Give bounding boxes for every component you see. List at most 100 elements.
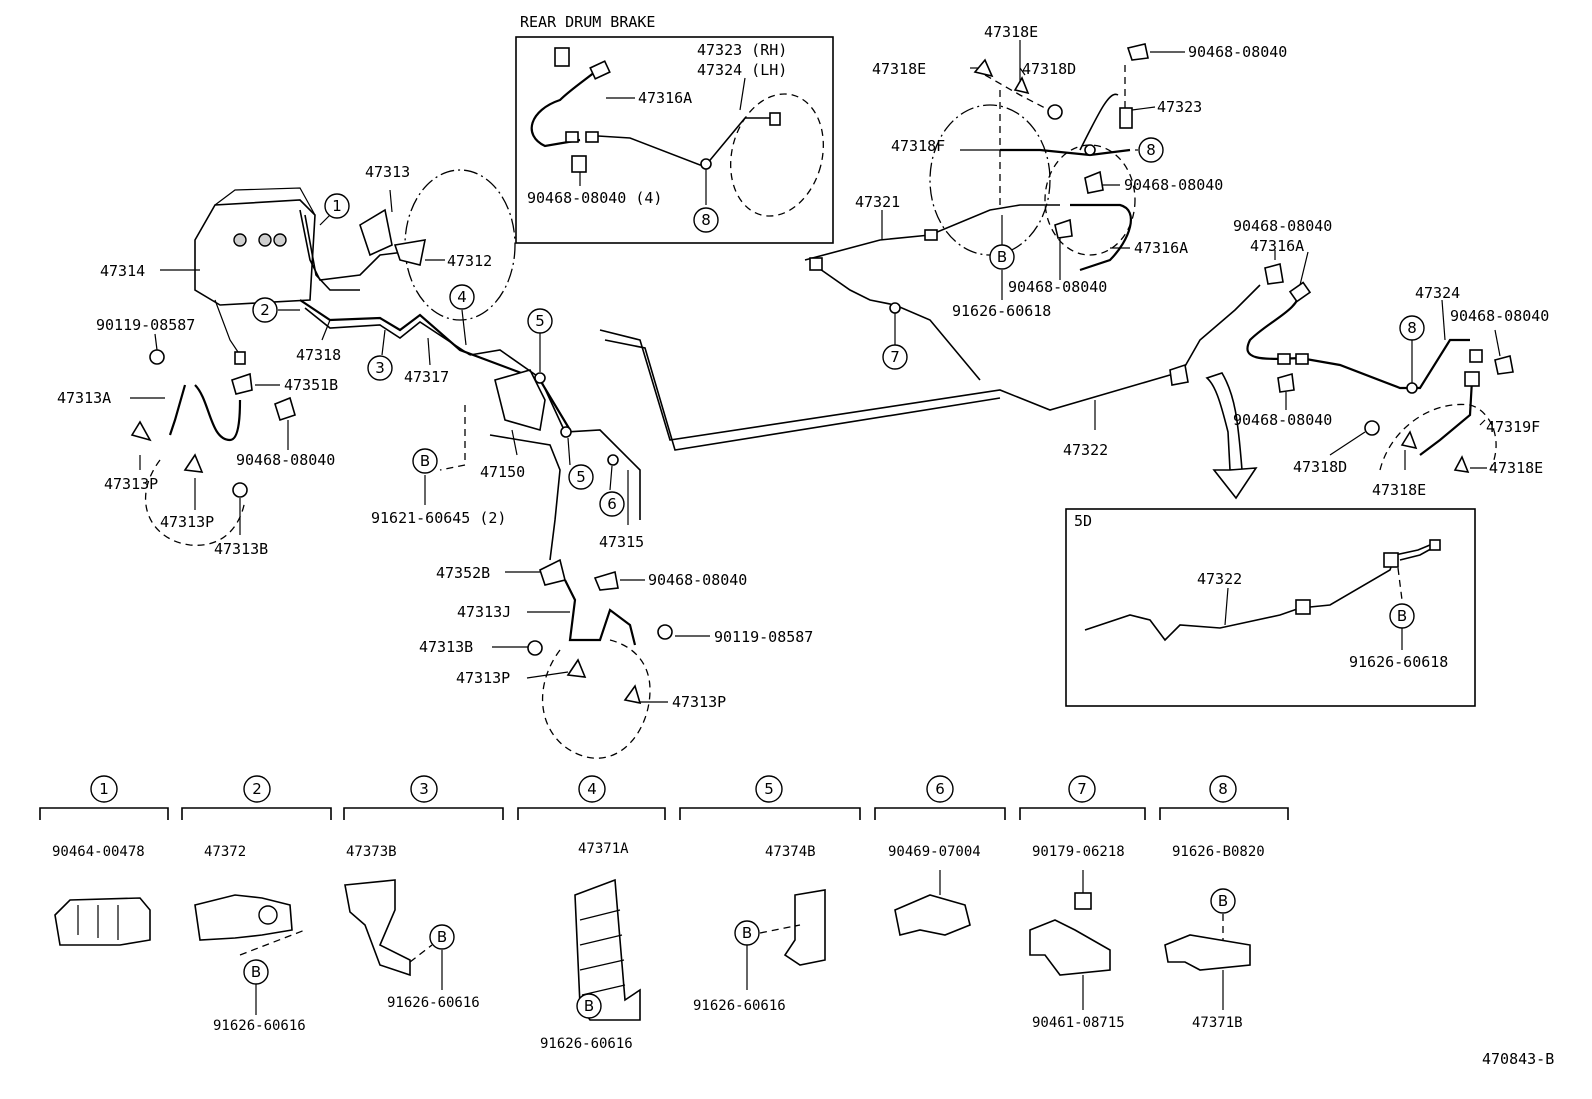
- callout-3: 3: [375, 359, 385, 377]
- flex-hose: [194, 384, 242, 442]
- callout-2: 2: [260, 301, 270, 319]
- leader-47324: [1441, 299, 1446, 341]
- rear-wheel-outline: [1379, 403, 1497, 471]
- clip-47318E: [1400, 430, 1418, 450]
- label-47316A-rear: 47316A: [638, 89, 692, 107]
- legend-clamp-8: [1164, 934, 1251, 971]
- bolt-90119: [149, 349, 165, 365]
- legend-num-4-circle: [578, 775, 606, 803]
- legend-bracket-4: [517, 807, 666, 820]
- label-91621: 91621-60645 (2): [371, 509, 506, 527]
- junction-dot: [1084, 144, 1096, 156]
- callout-5-low: 5: [576, 468, 586, 486]
- label-47313: 47313: [365, 163, 410, 181]
- legend-part-7: 90179-06218: [1032, 844, 1125, 860]
- leader-47319F: [1479, 419, 1486, 426]
- legend-clamp-8-B: B: [1218, 892, 1228, 910]
- label-47318D-top: 47318D: [1022, 60, 1076, 78]
- leader-inset-47322: [1224, 587, 1229, 626]
- legend-clamp-5-bolt: [759, 924, 801, 934]
- inset-5d-line: [1084, 544, 1431, 642]
- label-91626-tr: 91626-60618: [952, 302, 1051, 320]
- brake-line: [304, 214, 360, 291]
- brake-line-47322: [1179, 284, 1261, 376]
- bolt-90119: [657, 624, 673, 640]
- label-47321: 47321: [855, 193, 900, 211]
- callout-8: 8: [701, 211, 711, 229]
- clip-part: [1169, 363, 1189, 386]
- right-front-hose-area: 47352B 90468-08040 47313J 90119-08587 47…: [419, 558, 813, 759]
- callout-B-circle: [989, 244, 1015, 270]
- callout-4: 4: [457, 288, 467, 306]
- legend-clamp-5-part: 91626-60616: [693, 998, 786, 1014]
- inset-callout-B: B: [1397, 607, 1407, 625]
- fitting-part: [585, 131, 599, 143]
- legend-num-7: 7: [1077, 780, 1087, 798]
- arrow-5D: [1205, 372, 1243, 471]
- bolt: [273, 233, 287, 247]
- brake-line-47321: [804, 204, 1060, 261]
- clip-90468: [274, 396, 296, 422]
- legend-num-5: 5: [764, 780, 774, 798]
- leader-47318D: [1329, 431, 1366, 456]
- label-inset-47322: 47322: [1197, 570, 1242, 588]
- legend-num-2: 2: [252, 780, 262, 798]
- brake-line: [214, 299, 241, 356]
- fitting-part: [1295, 353, 1309, 365]
- legend-clamp-5-B: B: [742, 924, 752, 942]
- legend-bracket-6: [874, 807, 1006, 820]
- leader-47316A: [1299, 251, 1309, 286]
- legend-bracket-2: [181, 807, 332, 820]
- legend-clamp-3: [344, 879, 411, 977]
- bolt-47318D: [1364, 420, 1380, 436]
- master-cylinder-bracket: [359, 208, 393, 257]
- brake-line-front: [489, 434, 561, 561]
- fitting-part: [589, 60, 611, 80]
- legend-bracket-3: [343, 807, 504, 820]
- leader-4: [461, 309, 467, 346]
- fitting-part: [1464, 371, 1480, 387]
- label-47313P-1: 47313P: [104, 475, 158, 493]
- rear-drum-brake-frame: [515, 36, 834, 244]
- label-90468-r2: 90468-08040: [1450, 307, 1549, 325]
- legend-clamp-4-part: 91626-60616: [540, 1036, 633, 1052]
- callout-7-circle: [882, 344, 908, 370]
- arrow-5D-head: [1212, 467, 1258, 500]
- junction-47150: [494, 369, 546, 432]
- clip-part: [571, 155, 587, 173]
- junction-dot: [534, 372, 546, 384]
- junction-dot: [607, 454, 619, 466]
- rear-drum-brake-inset: REAR DRUM BRAKE 47323 (RH) 47324 (LH) 47…: [515, 13, 834, 244]
- master-cylinder-area: 47313 47312 47314 47318 47317 1 2 3 4: [100, 163, 571, 431]
- label-90468-left: 90468-08040: [236, 451, 335, 469]
- bolt-47313B: [527, 640, 543, 656]
- junction-dot: [700, 158, 712, 170]
- junction-dot: [889, 302, 901, 314]
- clip-part: [554, 47, 570, 67]
- legend-num-7-circle: [1068, 775, 1096, 803]
- bolt: [233, 233, 247, 247]
- leader-1: [319, 214, 331, 226]
- legend-part-2: 47372: [204, 844, 246, 860]
- leader-47150: [511, 429, 518, 456]
- callout-3-circle: [367, 355, 393, 381]
- legend-num-6-circle: [926, 775, 954, 803]
- callout-B: B: [420, 452, 430, 470]
- leader-47313P: [526, 671, 569, 679]
- label-47316A-mid: 47316A: [1134, 239, 1188, 257]
- label-47317: 47317: [404, 368, 449, 386]
- legend-clamp-2-part: 91626-60616: [213, 1018, 306, 1034]
- inset-5d: 5D 47322 B 91626-60618: [1065, 508, 1476, 707]
- callout-8-r: 8: [1407, 319, 1417, 337]
- callout-2-circle: [252, 297, 278, 323]
- legend-clamp-7: [1029, 919, 1111, 976]
- clip-90468: [1277, 372, 1295, 393]
- bolt: [258, 233, 272, 247]
- abs-actuator-top: [214, 187, 316, 216]
- left-front-hose-area: 90119-08587 47351B 47313A 90468-08040 47…: [57, 299, 338, 558]
- rear-drum-brake-title: REAR DRUM BRAKE: [520, 13, 655, 31]
- legend-clamp-3-bolt: [409, 944, 433, 963]
- drum-outline: [730, 93, 824, 217]
- rear-right-area: 47322 90468-08040 47316A 47324 90468-080…: [1063, 217, 1549, 500]
